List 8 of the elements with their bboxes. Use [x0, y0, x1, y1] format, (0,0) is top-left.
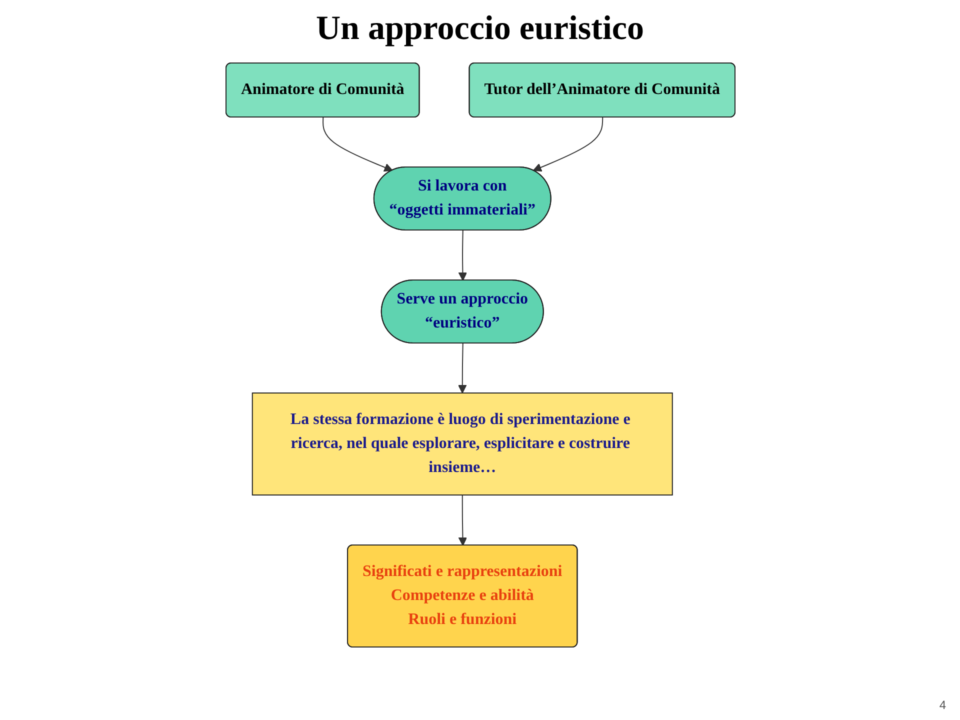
arrow [458, 494, 467, 546]
arrow [458, 230, 467, 281]
title: Un approccio euristico [314, 10, 645, 48]
arrow [532, 117, 603, 172]
arrow [457, 343, 466, 394]
page-number: 4 [939, 698, 946, 712]
node-box: La stessa formazione è luogo di sperimentazione e ricerca, nel quale esplorare, esplicitare e costruire insieme… [251, 392, 672, 496]
arrow [322, 117, 392, 172]
